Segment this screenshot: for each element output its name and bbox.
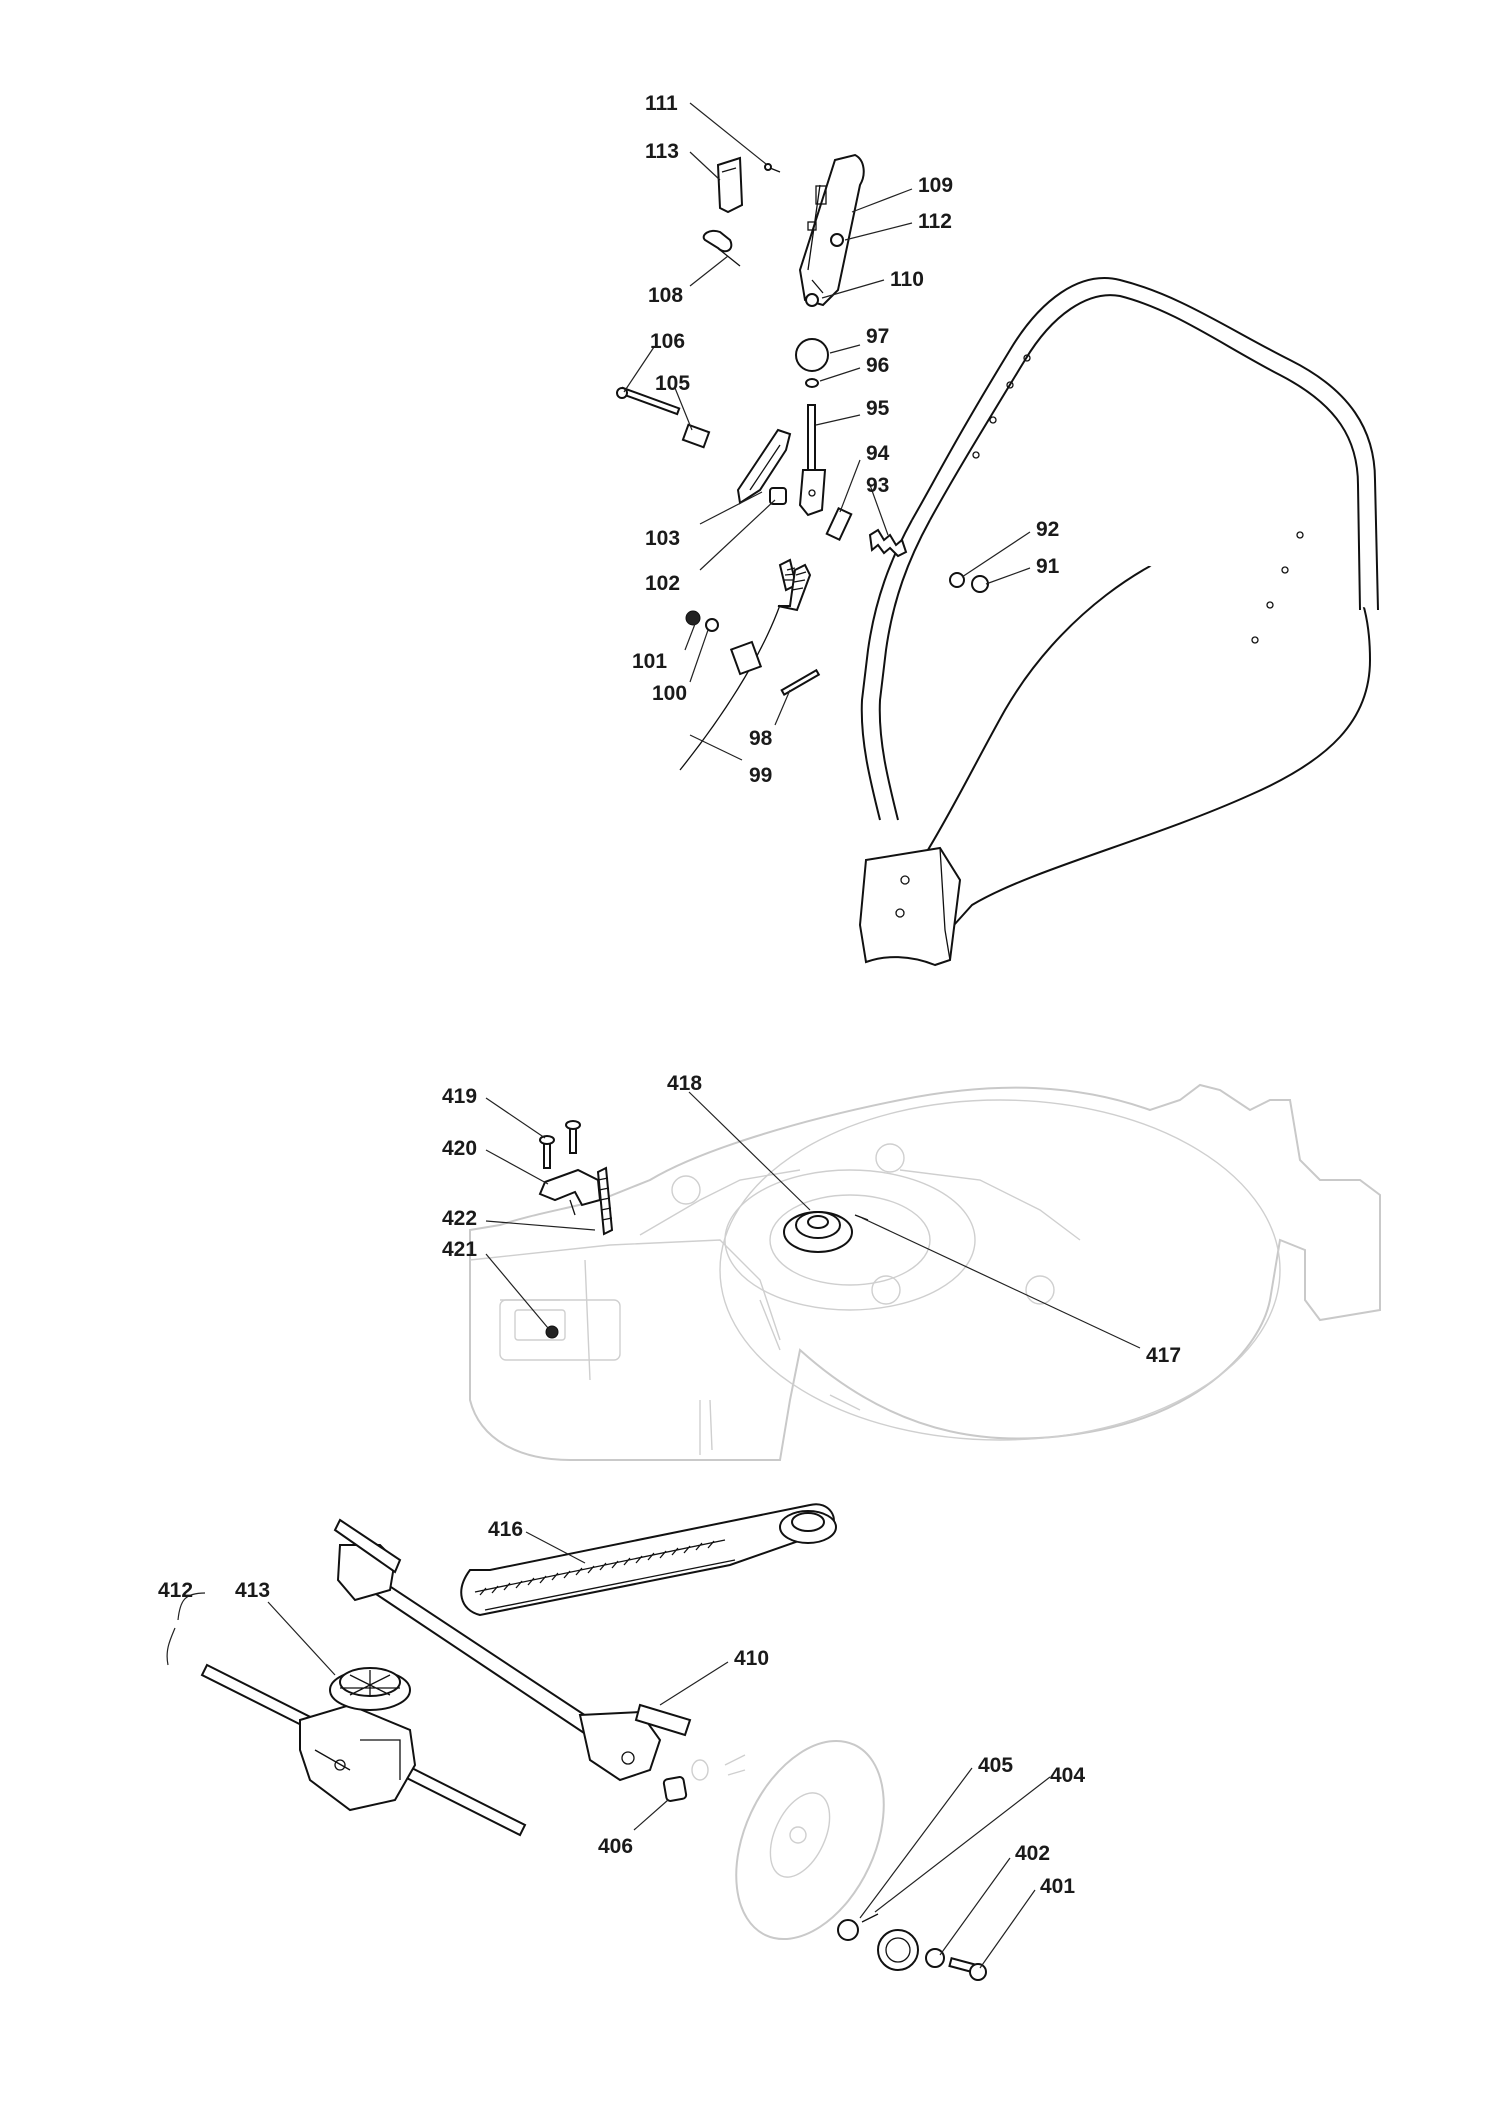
belt-416	[460, 1503, 835, 1617]
nut-421	[545, 1325, 559, 1339]
callout-416: 416	[488, 1518, 523, 1541]
bolt-106	[616, 386, 681, 416]
callout-413: 413	[235, 1579, 270, 1602]
callout-98: 98	[749, 727, 773, 750]
ball-97	[795, 338, 829, 372]
callout-410: 410	[734, 1647, 769, 1670]
clip-113	[716, 156, 744, 214]
callout-406: 406	[598, 1835, 633, 1858]
callout-97: 97	[866, 325, 889, 348]
pulley-418	[783, 1211, 853, 1253]
nut-96	[805, 378, 819, 388]
leader-lines-top	[623, 102, 1031, 761]
screws-419	[539, 1120, 581, 1169]
callout-421: 421	[442, 1238, 477, 1261]
pin-404	[861, 1913, 879, 1923]
handle-bracket-109	[798, 153, 865, 307]
height-lever-410	[578, 1703, 692, 1782]
callout-labels: 111 113 109 112 108 110 106 105 97 96 95…	[158, 92, 1181, 1898]
gear-pinion	[877, 1929, 919, 1971]
callout-102: 102	[645, 572, 680, 595]
callout-110: 110	[890, 268, 924, 291]
screw-111	[764, 163, 781, 173]
callout-100: 100	[652, 682, 687, 705]
callout-91: 91	[1036, 555, 1060, 578]
callout-422: 422	[442, 1207, 477, 1230]
rod-95	[798, 404, 827, 517]
callout-105: 105	[655, 372, 690, 395]
callout-109: 109	[918, 174, 953, 197]
bushing-406	[662, 1776, 688, 1802]
callout-418: 418	[667, 1072, 702, 1095]
mower-deck-ghost	[469, 1083, 1381, 1461]
callout-111: 111	[645, 92, 678, 115]
callout-402: 402	[1015, 1842, 1050, 1865]
spring-422	[596, 1166, 614, 1236]
screw-98	[780, 668, 821, 696]
washer-100	[705, 618, 719, 632]
callout-113: 113	[645, 140, 679, 163]
wheel-ghost	[691, 1739, 885, 1941]
washer-92	[949, 572, 965, 588]
callout-92: 92	[1036, 518, 1059, 541]
callout-420: 420	[442, 1137, 477, 1160]
callout-419: 419	[442, 1085, 477, 1108]
roller-102	[769, 487, 787, 505]
callout-412: 412	[158, 1579, 193, 1602]
nut-101	[685, 610, 701, 626]
nut-110	[805, 293, 819, 307]
gearbox-413	[299, 1667, 417, 1812]
callout-417: 417	[1146, 1344, 1181, 1367]
nut-112	[830, 233, 844, 247]
bracket-420	[538, 1168, 602, 1216]
spacer-94	[825, 507, 853, 541]
belt-pulley	[779, 1510, 837, 1544]
callout-99: 99	[749, 764, 772, 787]
callout-103: 103	[645, 527, 680, 550]
callout-405: 405	[978, 1754, 1013, 1777]
callout-101: 101	[632, 650, 667, 673]
nut-91	[971, 575, 989, 593]
callout-108: 108	[648, 284, 683, 307]
washer-402	[925, 1948, 945, 1968]
washer-405	[837, 1919, 859, 1941]
bushing-105	[681, 423, 711, 449]
callout-404: 404	[1050, 1764, 1085, 1787]
spring-cable-end	[777, 563, 812, 612]
callout-93: 93	[866, 474, 889, 497]
bolt-401	[948, 1957, 987, 1981]
callout-95: 95	[866, 397, 890, 420]
callout-112: 112	[918, 210, 952, 233]
callout-96: 96	[866, 354, 889, 377]
spring-93	[868, 528, 908, 558]
callout-106: 106	[650, 330, 685, 353]
leader-lines-bottom	[166, 1091, 1141, 1969]
handle-assembly	[858, 277, 1379, 967]
pin-108	[702, 229, 741, 267]
callout-401: 401	[1040, 1875, 1075, 1898]
callout-94: 94	[866, 442, 890, 465]
